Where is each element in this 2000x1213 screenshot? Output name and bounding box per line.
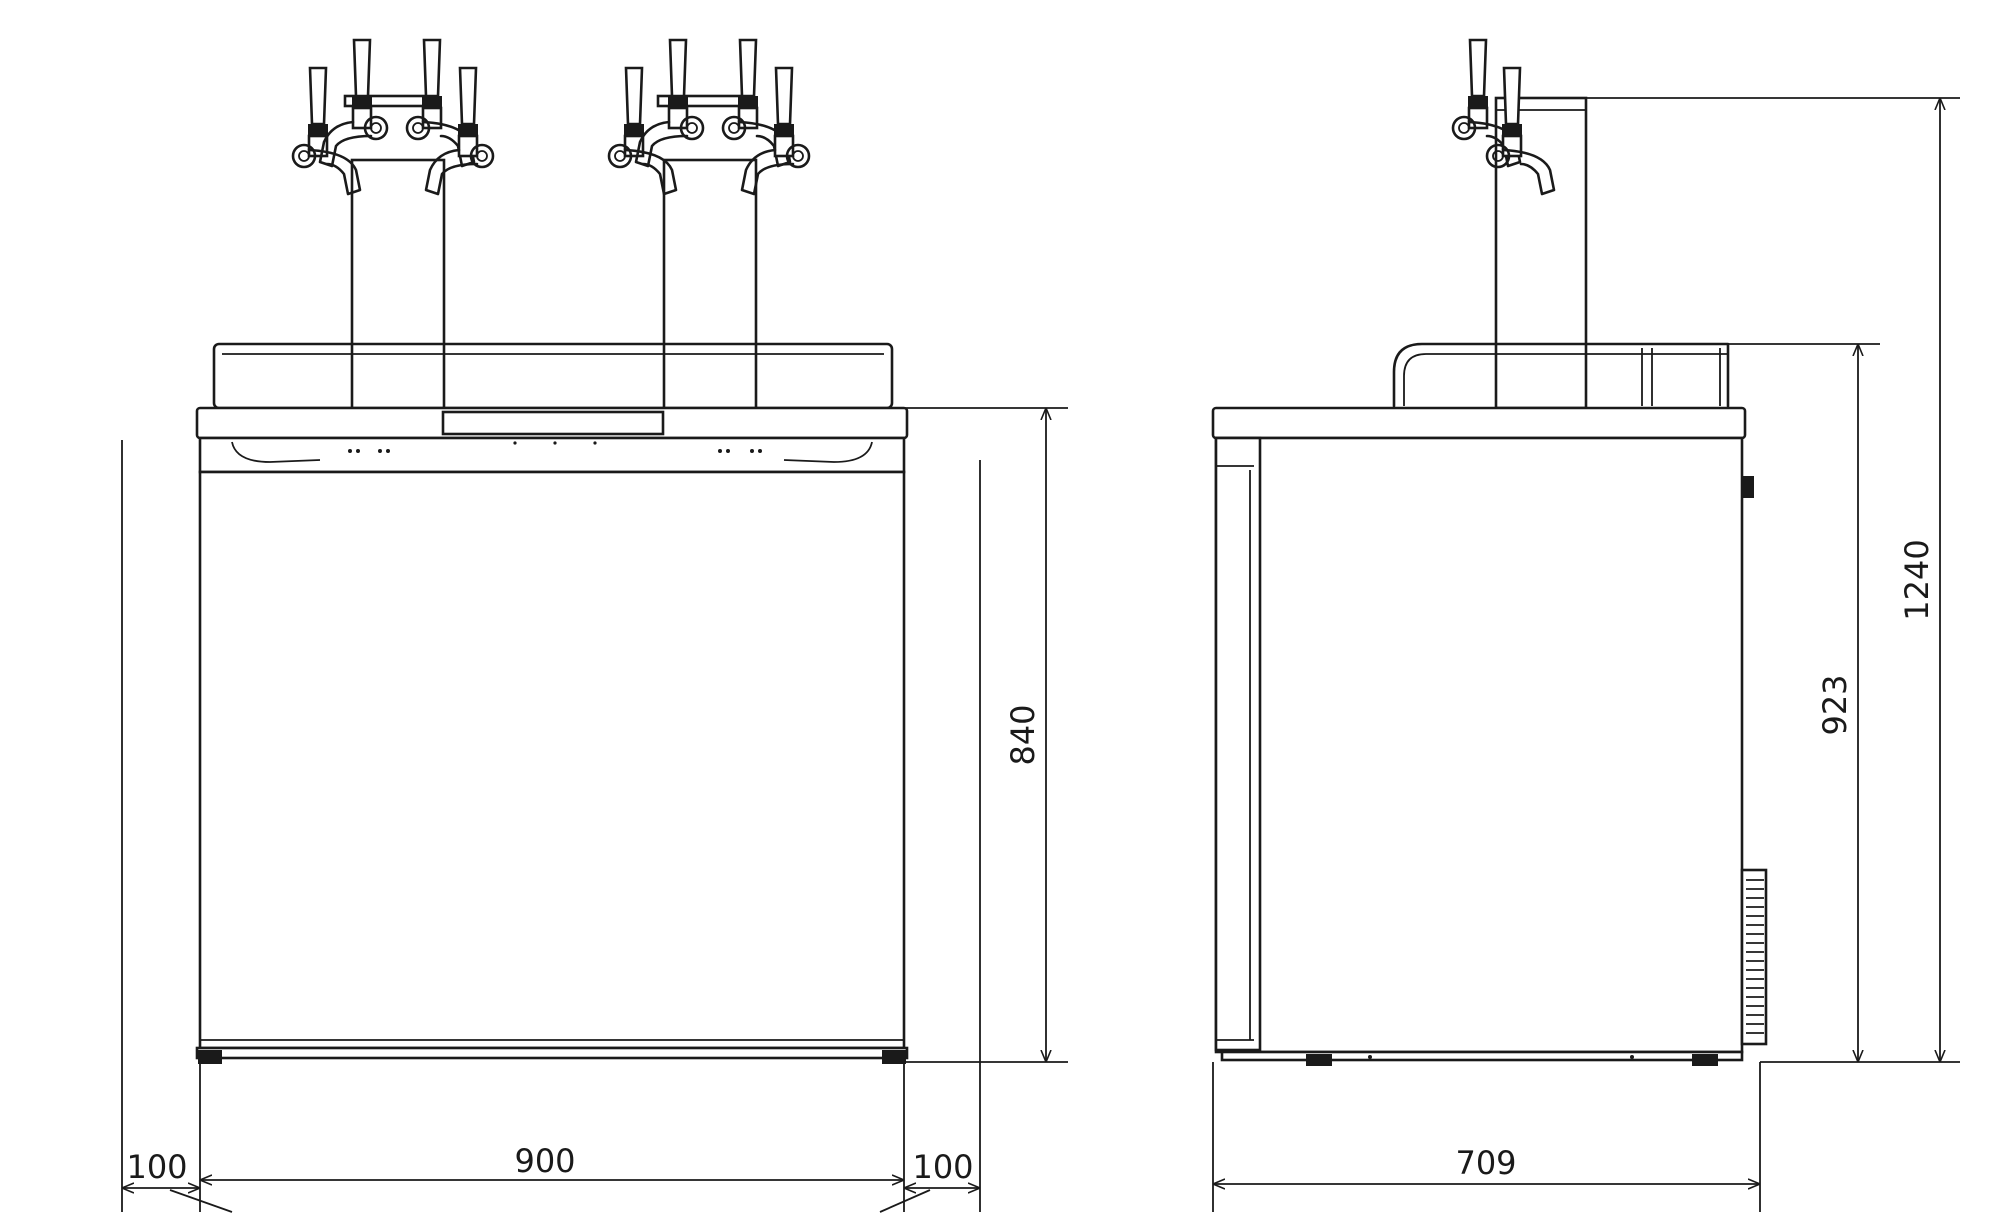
side-rail <box>1392 342 1730 408</box>
dimension-rail-height-label: 923 <box>1816 674 1854 735</box>
dimension-cabinet-height-label: 840 <box>1004 704 1042 765</box>
front-beer-tap-icon <box>405 38 476 168</box>
dimension-right-clearance-label: 100 <box>912 1148 973 1186</box>
front-view: 900 100 100 840 <box>121 38 1068 1213</box>
side-view: 709 923 1240 <box>1211 38 1960 1212</box>
front-tap-layer <box>291 38 811 196</box>
dimension-total-height-label: 1240 <box>1898 539 1936 620</box>
front-dimension-lines <box>121 407 1068 1213</box>
front-splash-rail <box>212 342 894 410</box>
tap-tower-left <box>350 158 446 412</box>
front-beer-tap-icon <box>740 66 811 196</box>
side-beer-tap-icon <box>1451 38 1522 168</box>
side-vent-grille <box>1740 868 1768 1046</box>
front-control-panel <box>198 436 906 474</box>
front-beer-tap-icon <box>318 38 389 168</box>
side-switch-icon <box>1742 476 1754 498</box>
side-dimension-lines <box>1212 97 1960 1212</box>
front-base <box>195 1046 909 1064</box>
front-beer-tap-icon <box>424 66 495 196</box>
side-cabinet <box>1214 436 1754 1054</box>
side-tap-layer <box>1451 38 1556 196</box>
front-beer-tap-icon <box>291 66 362 196</box>
front-beer-tap-icon <box>634 38 705 168</box>
side-base <box>1220 1050 1744 1066</box>
front-cabinet-door <box>198 470 906 1050</box>
dimension-depth-label: 709 <box>1455 1144 1516 1182</box>
front-worktop <box>195 406 909 440</box>
side-beer-tap-icon <box>1485 66 1556 196</box>
side-worktop <box>1211 406 1747 440</box>
dimension-left-clearance-label: 100 <box>126 1148 187 1186</box>
tap-tower-right <box>662 158 758 412</box>
dimension-width-label: 900 <box>514 1142 575 1180</box>
